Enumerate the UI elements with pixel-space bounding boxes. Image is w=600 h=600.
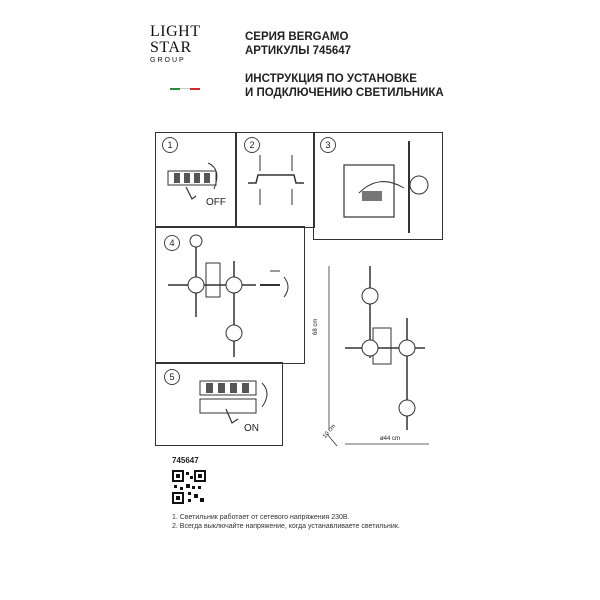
width-dimension: ø44 cm xyxy=(380,436,401,442)
qr-code-icon xyxy=(172,470,206,504)
wiring-connection-icon xyxy=(343,141,429,233)
height-dimension: 68 cm xyxy=(313,318,319,335)
step-5-panel: 5 ON xyxy=(155,362,283,446)
step-2-panel: 2 xyxy=(235,132,315,228)
italy-flag-icon xyxy=(170,88,200,90)
terminal-block-off-icon xyxy=(167,162,218,200)
header: СЕРИЯ BERGAMO АРТИКУЛЫ 745647 xyxy=(245,30,351,58)
series-title: СЕРИЯ BERGAMO xyxy=(245,31,349,43)
note-2: 2. Всегда выключайте напряжение, когда у… xyxy=(172,523,400,530)
step-4-panel: 4 xyxy=(155,226,305,364)
step-4-number: 4 xyxy=(164,235,180,251)
instruction-title-line2: И ПОДКЛЮЧЕНИЮ СВЕТИЛЬНИКА xyxy=(245,87,444,99)
brand-line1: LIGHT xyxy=(150,23,201,40)
article-code: 745647 xyxy=(172,456,199,465)
step-2-number: 2 xyxy=(244,137,260,153)
step-1-panel: 1 OFF xyxy=(155,132,237,228)
dimension-drawing xyxy=(326,266,429,447)
notes: 1. Светильник работает от сетевого напря… xyxy=(172,513,400,531)
brand-line3: GROUP xyxy=(150,57,186,64)
instruction-title: ИНСТРУКЦИЯ ПО УСТАНОВКЕ И ПОДКЛЮЧЕНИЮ СВ… xyxy=(245,72,444,100)
on-label: ON xyxy=(244,423,259,434)
step-3-panel: 3 xyxy=(313,132,443,240)
brand-logo: LIGHT STAR GROUP xyxy=(150,24,212,94)
instruction-title-line1: ИНСТРУКЦИЯ ПО УСТАНОВКЕ xyxy=(245,73,417,85)
terminal-block-on-icon xyxy=(199,380,268,424)
article-title: АРТИКУЛЫ 745647 xyxy=(245,45,352,57)
mounting-bracket-icon xyxy=(248,155,304,205)
step-3-number: 3 xyxy=(320,137,336,153)
step-1-number: 1 xyxy=(162,137,178,153)
note-1: 1. Светильник работает от сетевого напря… xyxy=(172,514,350,521)
step-5-number: 5 xyxy=(164,369,180,385)
fixture-assembly-icon xyxy=(168,234,289,357)
brand-line2: STAR xyxy=(150,39,192,56)
off-label: OFF xyxy=(206,197,226,208)
